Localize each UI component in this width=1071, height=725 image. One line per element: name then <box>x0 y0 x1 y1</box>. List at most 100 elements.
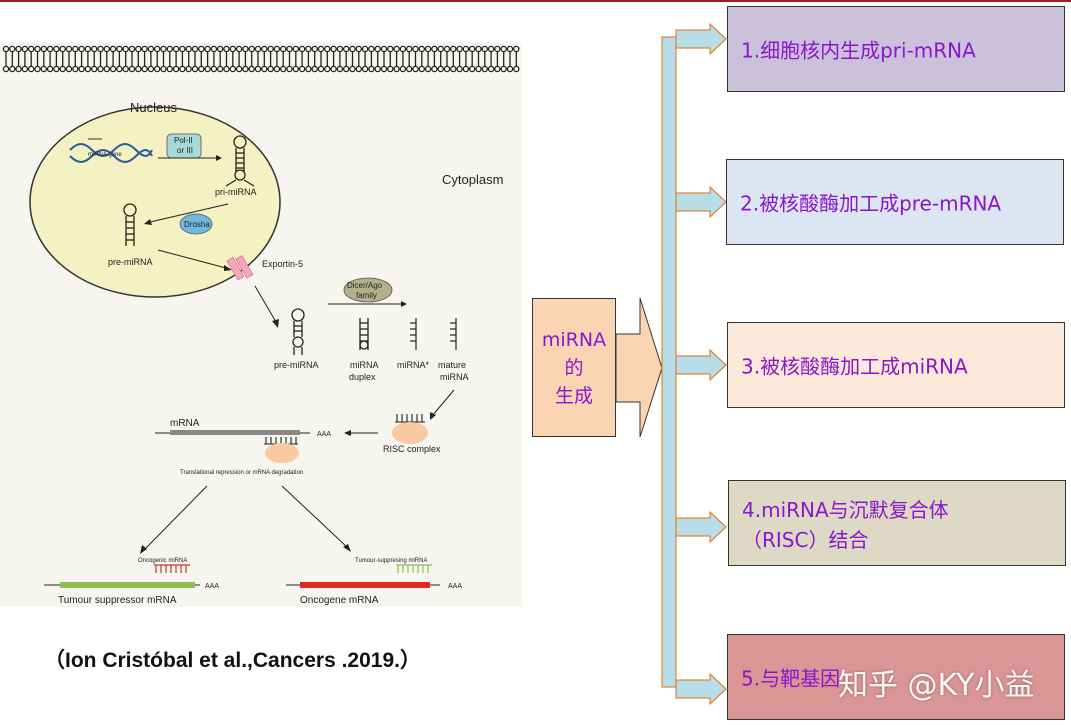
lipid-head <box>481 65 489 73</box>
lipid-head <box>122 65 129 73</box>
lipid-head <box>298 65 306 73</box>
hub-label: miRNA 的 生成 <box>532 326 616 410</box>
exportin-label: Exportin-5 <box>262 259 303 269</box>
lipid-head <box>191 65 199 73</box>
lipid-head <box>456 65 463 73</box>
lipid-head <box>368 45 375 53</box>
lipid-head <box>109 65 117 73</box>
lipid-head <box>204 45 211 53</box>
lipid-head <box>147 65 155 73</box>
lipid-head <box>21 65 29 73</box>
lipid-head <box>46 65 54 73</box>
aaa-label-2: AAA <box>205 583 219 590</box>
lipid-head <box>72 65 79 73</box>
lipid-head <box>311 45 318 53</box>
lipid-head <box>292 45 300 53</box>
lipid-head <box>267 45 274 53</box>
top-border-line <box>0 0 1071 2</box>
lipid-head <box>456 45 463 53</box>
lipid-head <box>273 65 281 73</box>
lipid-head <box>506 65 514 73</box>
lipid-head <box>53 45 60 53</box>
lipid-head <box>336 45 344 53</box>
lipid-head <box>292 65 300 73</box>
lipid-head <box>59 45 66 53</box>
lipid-head <box>324 45 331 53</box>
lipid-head <box>2 65 10 73</box>
lipid-head <box>103 65 111 73</box>
lipid-head <box>147 45 155 53</box>
hub-label-line-3: 生成 <box>554 385 593 407</box>
lipid-head <box>450 45 457 53</box>
translational-label: Translational repression or mRNA degrada… <box>180 470 303 476</box>
lipid-head <box>128 45 136 53</box>
lipid-head <box>53 65 60 73</box>
step-4-label-line-2: （RISC）结合 <box>742 528 869 552</box>
lipid-head <box>368 65 375 73</box>
lipid-head <box>279 45 287 53</box>
lipid-head <box>210 45 218 53</box>
cell-membrane <box>2 45 520 73</box>
lipid-head <box>97 45 104 53</box>
lipid-head <box>387 45 394 53</box>
lipid-head <box>179 45 186 53</box>
lipid-head <box>2 45 10 53</box>
pre-mirna-cytoplasm-label: pre-miRNA <box>274 360 319 370</box>
lipid-head <box>46 45 54 53</box>
lipid-head <box>443 45 451 53</box>
lipid-head <box>487 45 495 53</box>
lipid-head <box>349 65 356 73</box>
lipid-head <box>166 45 174 53</box>
lipid-head <box>210 65 218 73</box>
tumour-suppressor-mrna-label: Tumour suppressor mRNA <box>58 595 177 606</box>
lipid-head <box>153 45 161 53</box>
lipid-head <box>185 65 192 73</box>
gene-label: miRNA gene <box>88 152 122 158</box>
lipid-head <box>305 65 312 73</box>
lipid-head <box>387 65 394 73</box>
step-2-box: 2.被核酸酶加工成pre-mRNA <box>726 159 1064 245</box>
lipid-head <box>198 45 205 53</box>
aaa-label-3: AAA <box>448 583 462 590</box>
tumour-suppressing-mirna-label: Tumour-suppresing miRNA <box>355 558 427 564</box>
lipid-head <box>374 65 381 73</box>
lipid-head <box>437 65 444 73</box>
zhihu-watermark: 知乎 @KY小益 <box>838 668 1035 703</box>
lipid-head <box>418 65 426 73</box>
lipid-head <box>141 65 148 73</box>
lipid-head <box>481 45 489 53</box>
lipid-head <box>475 45 482 53</box>
lipid-head <box>330 45 337 53</box>
lipid-head <box>261 45 268 53</box>
lipid-head <box>90 65 98 73</box>
lipid-head <box>342 45 350 53</box>
lipid-head <box>500 45 507 53</box>
lipid-head <box>179 65 186 73</box>
lipid-head <box>223 65 230 73</box>
branch-connector <box>661 22 727 706</box>
aaa-label-1: AAA <box>317 431 331 438</box>
lipid-head <box>223 45 230 53</box>
lipid-head <box>172 45 180 53</box>
lipid-head <box>311 65 318 73</box>
lipid-head <box>27 65 35 73</box>
lipid-head <box>279 65 287 73</box>
lipid-head <box>204 65 211 73</box>
lipid-head <box>103 45 111 53</box>
lipid-head <box>27 45 35 53</box>
lipid-head <box>305 45 312 53</box>
pre-mirna-hairpin-icon <box>123 203 137 246</box>
lipid-head <box>513 65 520 73</box>
mature-mirna-label-2: miRNA <box>440 372 469 382</box>
lipid-head <box>84 45 92 53</box>
hub-box <box>532 298 616 437</box>
lipid-head <box>122 45 129 53</box>
lipid-head <box>78 45 85 53</box>
step-2-label: 2.被核酸酶加工成pre-mRNA <box>740 191 1002 216</box>
mirna-star-strand-icon <box>410 318 417 350</box>
lipid-head <box>393 45 400 53</box>
lipid-head <box>317 45 325 53</box>
hub-arrow-shape <box>615 297 663 438</box>
lipid-head <box>342 65 350 73</box>
lipid-head <box>399 65 407 73</box>
